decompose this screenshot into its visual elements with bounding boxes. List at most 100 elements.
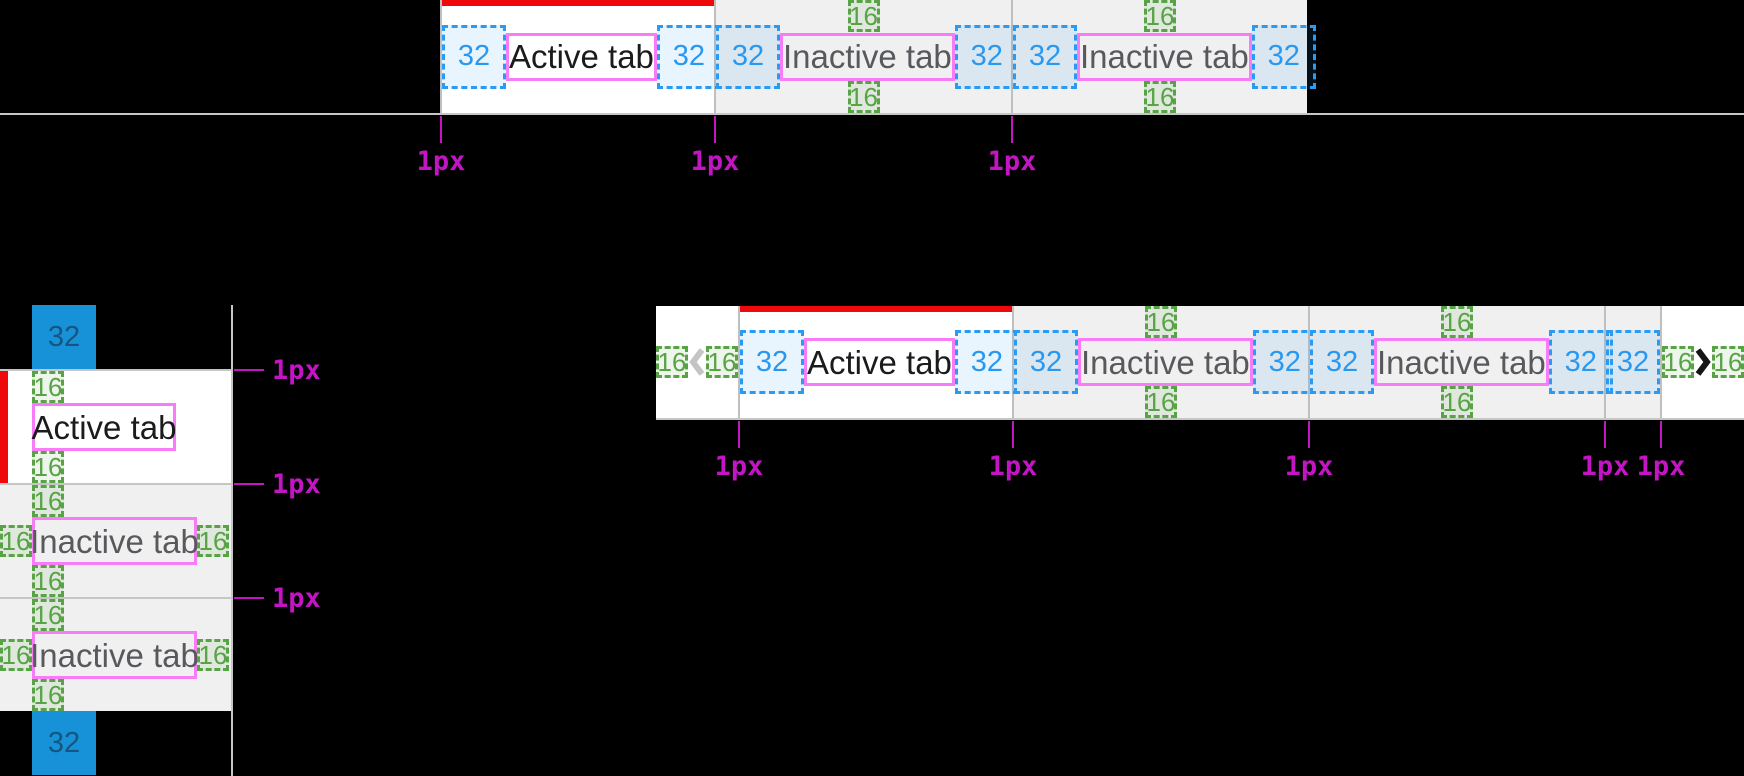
spacing-32-value: 32	[1029, 345, 1063, 378]
tab-label-box: Active tab	[804, 338, 955, 386]
active-tab-indicator	[740, 306, 1012, 312]
spacing-32-solid-box: 32	[32, 305, 96, 369]
spacing-16-box: 16	[0, 639, 32, 671]
spacing-32-box: 32	[954, 24, 1019, 89]
tab-separator	[0, 597, 231, 599]
one-px-marker-line	[1660, 421, 1662, 448]
spacing-16-box: 16	[706, 346, 738, 378]
spacing-16-box: 16	[32, 451, 64, 483]
tab-inactive[interactable]: 16 32 Inactive tab 32 16	[1014, 306, 1317, 418]
one-px-marker-line	[1308, 421, 1310, 448]
tab-label-box: Inactive tab	[30, 631, 199, 679]
tab-active[interactable]: 32 Active tab 32	[442, 0, 721, 113]
one-px-marker-line	[738, 421, 740, 448]
tab-inactive[interactable]: 16 32 Inactive tab 32 16	[1013, 0, 1316, 113]
spacing-16-box: 16	[32, 371, 64, 403]
one-px-label: 1px	[272, 355, 321, 386]
spacing-16-box: 16	[1144, 0, 1176, 32]
spacing-16-value: 16	[33, 486, 63, 516]
spacing-16-value: 16	[1442, 387, 1472, 417]
one-px-label: 1px	[416, 146, 466, 177]
spacing-16-box: 16	[847, 0, 880, 32]
tab-label-box: Inactive tab	[780, 32, 955, 81]
tab-active[interactable]: 32 Active tab 32	[740, 306, 1019, 418]
tab-separator	[0, 483, 231, 485]
vertical-tabbar: 16 Active tab 16 16 16 Inactive tab 16 1…	[0, 369, 231, 711]
spacing-32-value: 32	[47, 726, 81, 759]
spacing-32-box: 32	[656, 24, 721, 89]
spacing-16-value: 16	[657, 347, 687, 377]
spacing-16-value: 16	[1145, 1, 1175, 31]
one-px-label: 1px	[1284, 451, 1334, 482]
top-tabbar-bottom-border	[0, 113, 1744, 115]
spacing-16-box: 16	[32, 679, 64, 711]
spacing-16-value: 16	[849, 1, 878, 31]
one-px-marker-line	[1604, 421, 1606, 448]
spacing-32-box: 32	[442, 24, 506, 89]
spacing-32-value: 32	[1267, 40, 1300, 72]
tab-label: Inactive tab	[1377, 343, 1546, 381]
spacing-16-value: 16	[1663, 347, 1693, 377]
tab-label: Active tab	[31, 408, 177, 446]
spacing-32-box: 32	[1252, 330, 1317, 394]
spacing-16-box: 16	[1441, 386, 1473, 418]
tab-active[interactable]: 16 Active tab 16	[0, 371, 231, 483]
one-px-label: 1px	[714, 451, 764, 482]
one-px-marker-line	[234, 369, 264, 371]
tab-separator	[1011, 0, 1013, 113]
spacing-16-value: 16	[33, 452, 63, 482]
tab-label-box: Active tab	[32, 403, 176, 451]
spacing-16-value: 16	[1, 526, 31, 556]
tab-label-box: Inactive tab	[1077, 32, 1252, 81]
overflow-tabbar: 16 16 32 Active tab 32 16 32 Inactive ta…	[656, 306, 1744, 418]
spacing-16-value: 16	[33, 680, 63, 710]
spacing-32-box: 32	[954, 330, 1019, 394]
tab-label: Active tab	[807, 343, 952, 381]
spacing-16-value: 16	[1146, 387, 1176, 417]
spacing-16-value: 16	[1145, 82, 1175, 112]
spacing-16-box: 16	[32, 485, 64, 517]
tab-label: Inactive tab	[1081, 343, 1250, 381]
spacing-32-box: 32	[1013, 24, 1077, 89]
spacing-32-value: 32	[1325, 345, 1359, 378]
tab-separator	[1604, 306, 1606, 418]
tab-inactive[interactable]: 16 32 Inactive tab 32 16	[1310, 306, 1613, 418]
tab-separator	[1308, 306, 1310, 418]
end-spacer: 32	[1606, 306, 1660, 418]
spacing-16-value: 16	[1713, 347, 1743, 377]
spacing-32-value: 32	[457, 40, 491, 72]
top-tabbar: 32 Active tab 32 16 32 Inactive tab 32 1…	[440, 0, 1316, 113]
spacing-16-box: 16	[1145, 386, 1177, 418]
spacing-32-box: 32	[1251, 24, 1316, 89]
active-tab-indicator	[0, 371, 8, 483]
tab-separator	[1660, 306, 1662, 418]
spacing-16-box: 16	[32, 565, 64, 597]
tab-label: Active tab	[509, 38, 654, 75]
spacing-16-box: 16	[1712, 346, 1744, 378]
spacing-32-value: 32	[47, 320, 81, 353]
vertical-tabbar-right-border	[231, 305, 233, 776]
spacing-32-box: 32	[1310, 330, 1374, 394]
spacing-32-value: 32	[970, 345, 1004, 378]
tab-label: Inactive tab	[30, 522, 199, 560]
tab-inactive[interactable]: 16 16 Inactive tab 16 16	[0, 599, 231, 711]
spacing-16-value: 16	[198, 526, 228, 556]
active-tab-indicator	[442, 0, 714, 6]
spacing-16-value: 16	[33, 372, 63, 402]
scroll-left-button[interactable]: 16 16	[656, 306, 738, 418]
tab-label: Inactive tab	[1080, 38, 1249, 75]
tab-inactive[interactable]: 16 16 Inactive tab 16 16	[0, 485, 231, 597]
one-px-marker-line	[234, 483, 264, 485]
spacing-32-box: 32	[740, 330, 804, 394]
tab-inactive[interactable]: 16 32 Inactive tab 32 16	[716, 0, 1019, 113]
scroll-right-button[interactable]: 16 16	[1662, 306, 1744, 418]
spacing-32-value: 32	[1028, 40, 1062, 72]
overflow-tabbar-bottom-border	[656, 418, 1744, 420]
one-px-label: 1px	[1580, 451, 1630, 482]
spacing-16-box: 16	[32, 599, 64, 631]
tab-separator	[0, 369, 231, 371]
spacing-16-value: 16	[1146, 307, 1176, 337]
spacing-32-value: 32	[672, 40, 706, 72]
spacing-16-value: 16	[33, 566, 63, 596]
spacing-32-value: 32	[755, 345, 789, 378]
